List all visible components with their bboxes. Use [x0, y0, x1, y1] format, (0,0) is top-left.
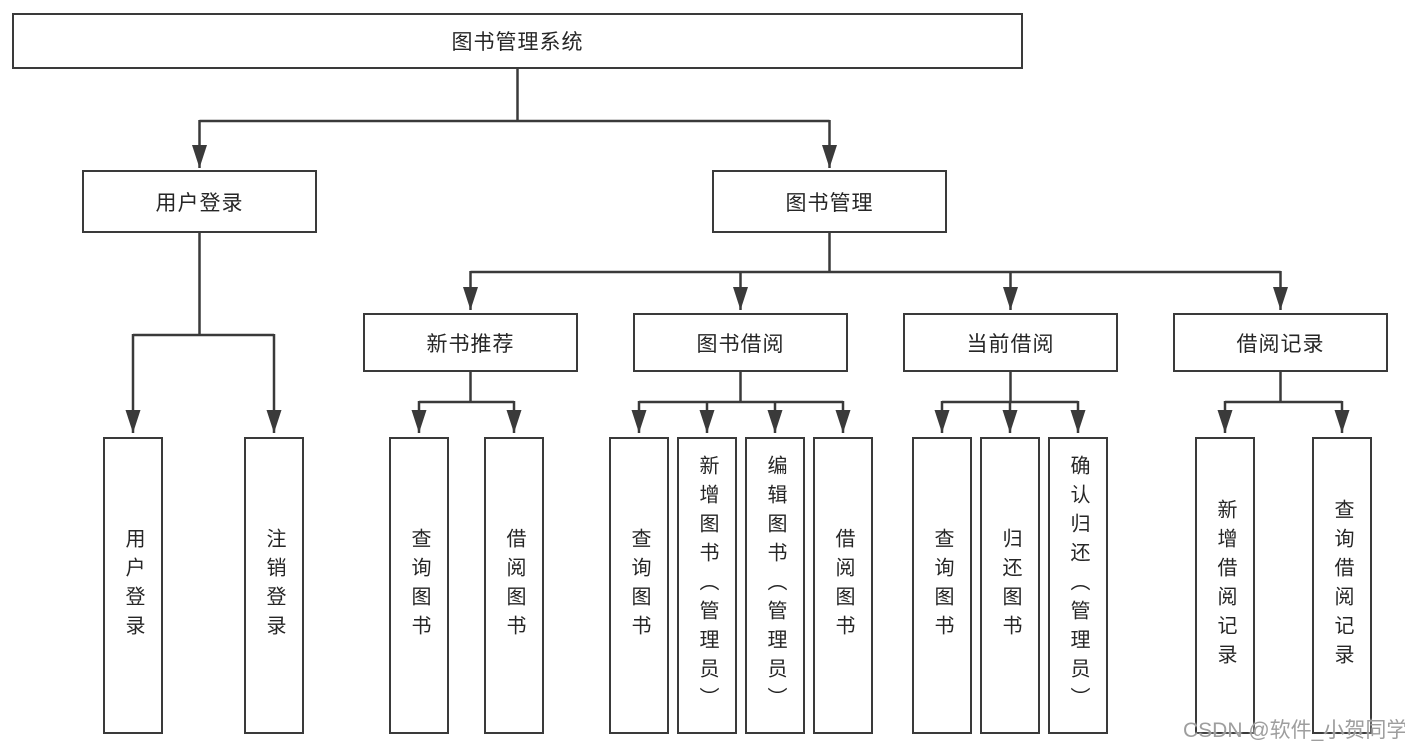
leaf-query-books: 查询图书 [609, 437, 669, 734]
leaf-borrow-books: 借阅图书 [484, 437, 544, 734]
leaf-query-borrow-record: 查询借阅记录 [1312, 437, 1372, 734]
leaf-add-books-admin: 新增图书（管理员） [677, 437, 737, 734]
node-book-borrow: 图书借阅 [633, 313, 848, 372]
watermark: CSDN @软件_小贺同学 [1183, 719, 1405, 742]
leaf-logout-login: 注销登录 [244, 437, 304, 734]
leaf-user-login: 用户登录 [103, 437, 163, 734]
node-library-system: 图书管理系统 [12, 13, 1023, 69]
leaf-query-books: 查询图书 [389, 437, 449, 734]
leaf-return-books: 归还图书 [980, 437, 1040, 734]
node-new-book-recommend: 新书推荐 [363, 313, 578, 372]
leaf-confirm-return-admin: 确认归还（管理员） [1048, 437, 1108, 734]
leaf-add-borrow-record: 新增借阅记录 [1195, 437, 1255, 734]
leaf-query-books: 查询图书 [912, 437, 972, 734]
node-current-borrow: 当前借阅 [903, 313, 1118, 372]
node-book-management: 图书管理 [712, 170, 947, 233]
leaf-edit-books-admin: 编辑图书（管理员） [745, 437, 805, 734]
node-borrow-records: 借阅记录 [1173, 313, 1388, 372]
node-user-login: 用户登录 [82, 170, 317, 233]
leaf-borrow-books: 借阅图书 [813, 437, 873, 734]
